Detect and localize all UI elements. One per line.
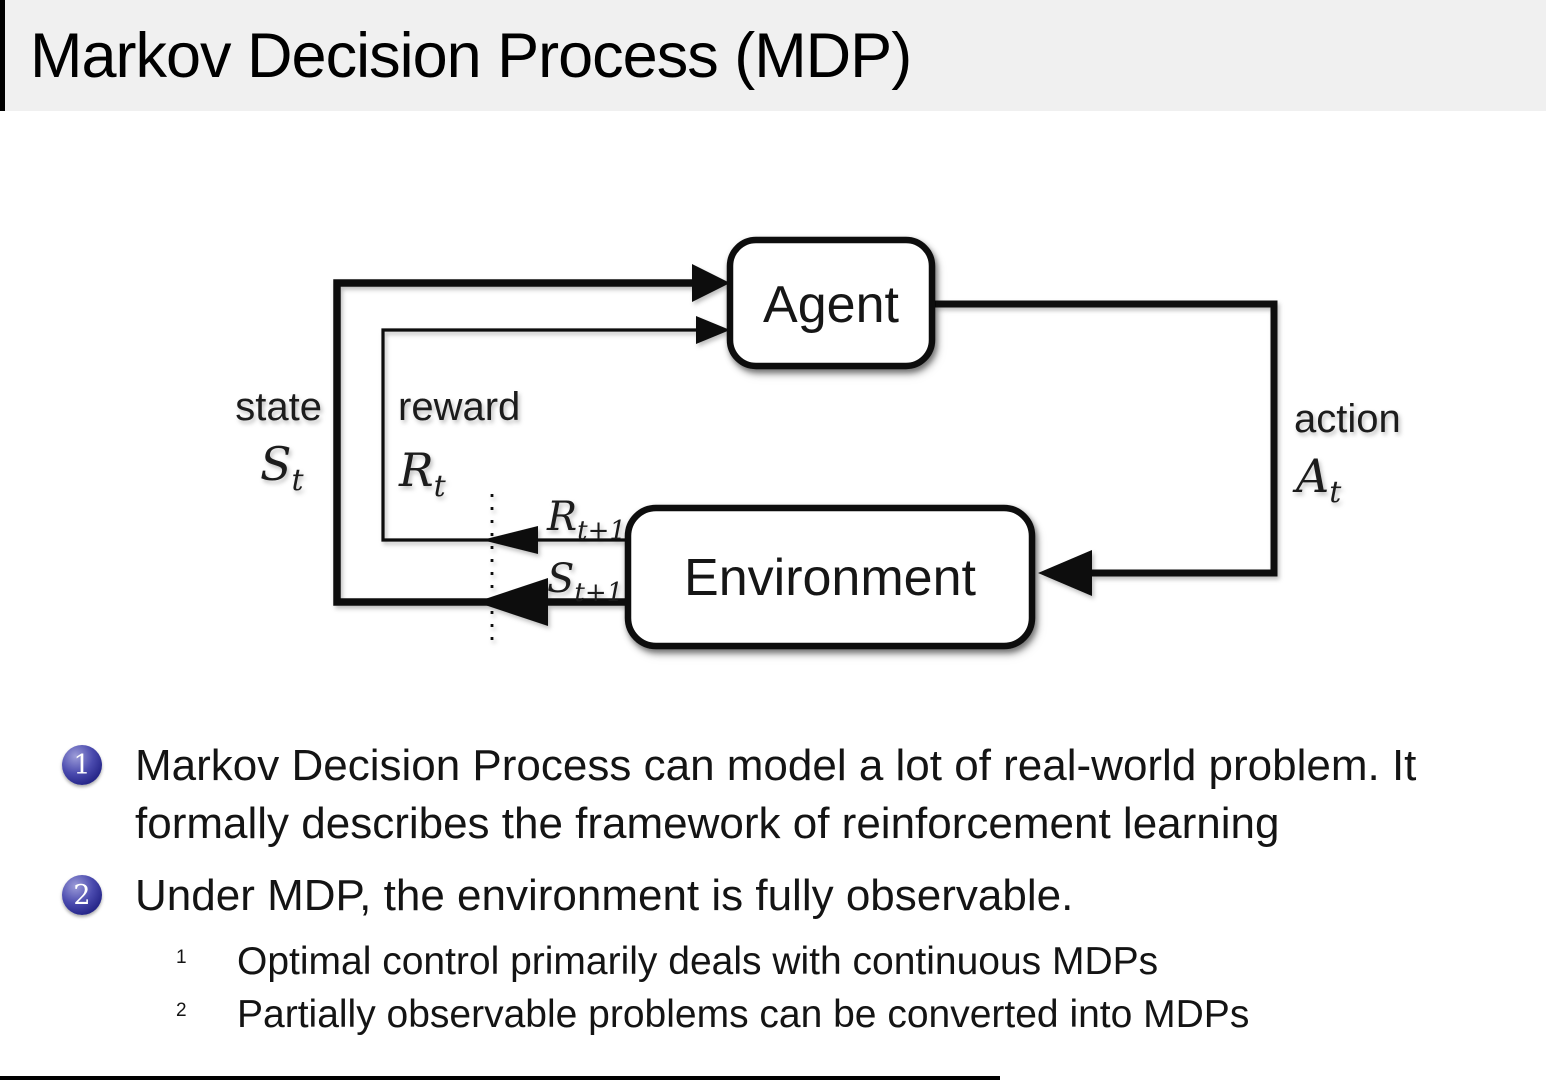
state-arrowhead (692, 264, 730, 302)
slide-title: Markov Decision Process (MDP) (30, 20, 912, 91)
action-line (932, 300, 1278, 577)
title-bar: Markov Decision Process (MDP) (0, 0, 1546, 111)
bullet-ball: 1 (176, 947, 187, 968)
action-symbol: At (1292, 449, 1342, 510)
next-reward-symbol: Rt+1 (546, 494, 626, 546)
next-state-symbol: St+1 (547, 556, 623, 608)
environment-box (624, 504, 1036, 650)
state-label: state (235, 385, 322, 429)
bullet-ball: 1 (62, 745, 102, 785)
reward-arrowhead (696, 316, 730, 344)
reward-symbol: Rt (398, 443, 447, 504)
bullet-ball: 2 (62, 875, 102, 915)
next-reward-arrowhead (482, 526, 538, 554)
agent-label: Agent (763, 276, 899, 334)
bullet-ball: 2 (176, 1000, 187, 1021)
bullet-text: Under MDP, the environment is fully obse… (135, 871, 1074, 920)
action-arrowhead (1038, 550, 1092, 596)
action-label: action (1294, 397, 1401, 441)
next-state-arrowhead (476, 578, 548, 626)
bullet-text: Markov Decision Process can model a lot … (135, 741, 1417, 848)
bottom-edge-artifact (0, 1076, 1000, 1080)
state-symbol: St (260, 437, 305, 498)
reward-label: reward (398, 385, 520, 429)
environment-label: Environment (684, 549, 976, 607)
bullet-item: 1 Markov Decision Process can model a lo… (62, 737, 1546, 853)
bullet-item: 2 Under MDP, the environment is fully ob… (62, 867, 1546, 925)
left-edge-artifact (0, 0, 5, 111)
sub-bullet-item: 2 Partially observable problems can be c… (176, 988, 1546, 1041)
mdp-diagram: Agent Environment state St reward Rt act… (235, 236, 1401, 650)
sub-bullet-list: 1 Optimal control primarily deals with c… (62, 935, 1546, 1041)
agent-box (726, 236, 936, 370)
sub-bullet-text: Optimal control primarily deals with con… (237, 940, 1159, 983)
sub-bullet-text: Partially observable problems can be con… (237, 993, 1250, 1036)
sub-bullet-item: 1 Optimal control primarily deals with c… (176, 935, 1546, 988)
bullet-list: 1 Markov Decision Process can model a lo… (0, 737, 1546, 1041)
